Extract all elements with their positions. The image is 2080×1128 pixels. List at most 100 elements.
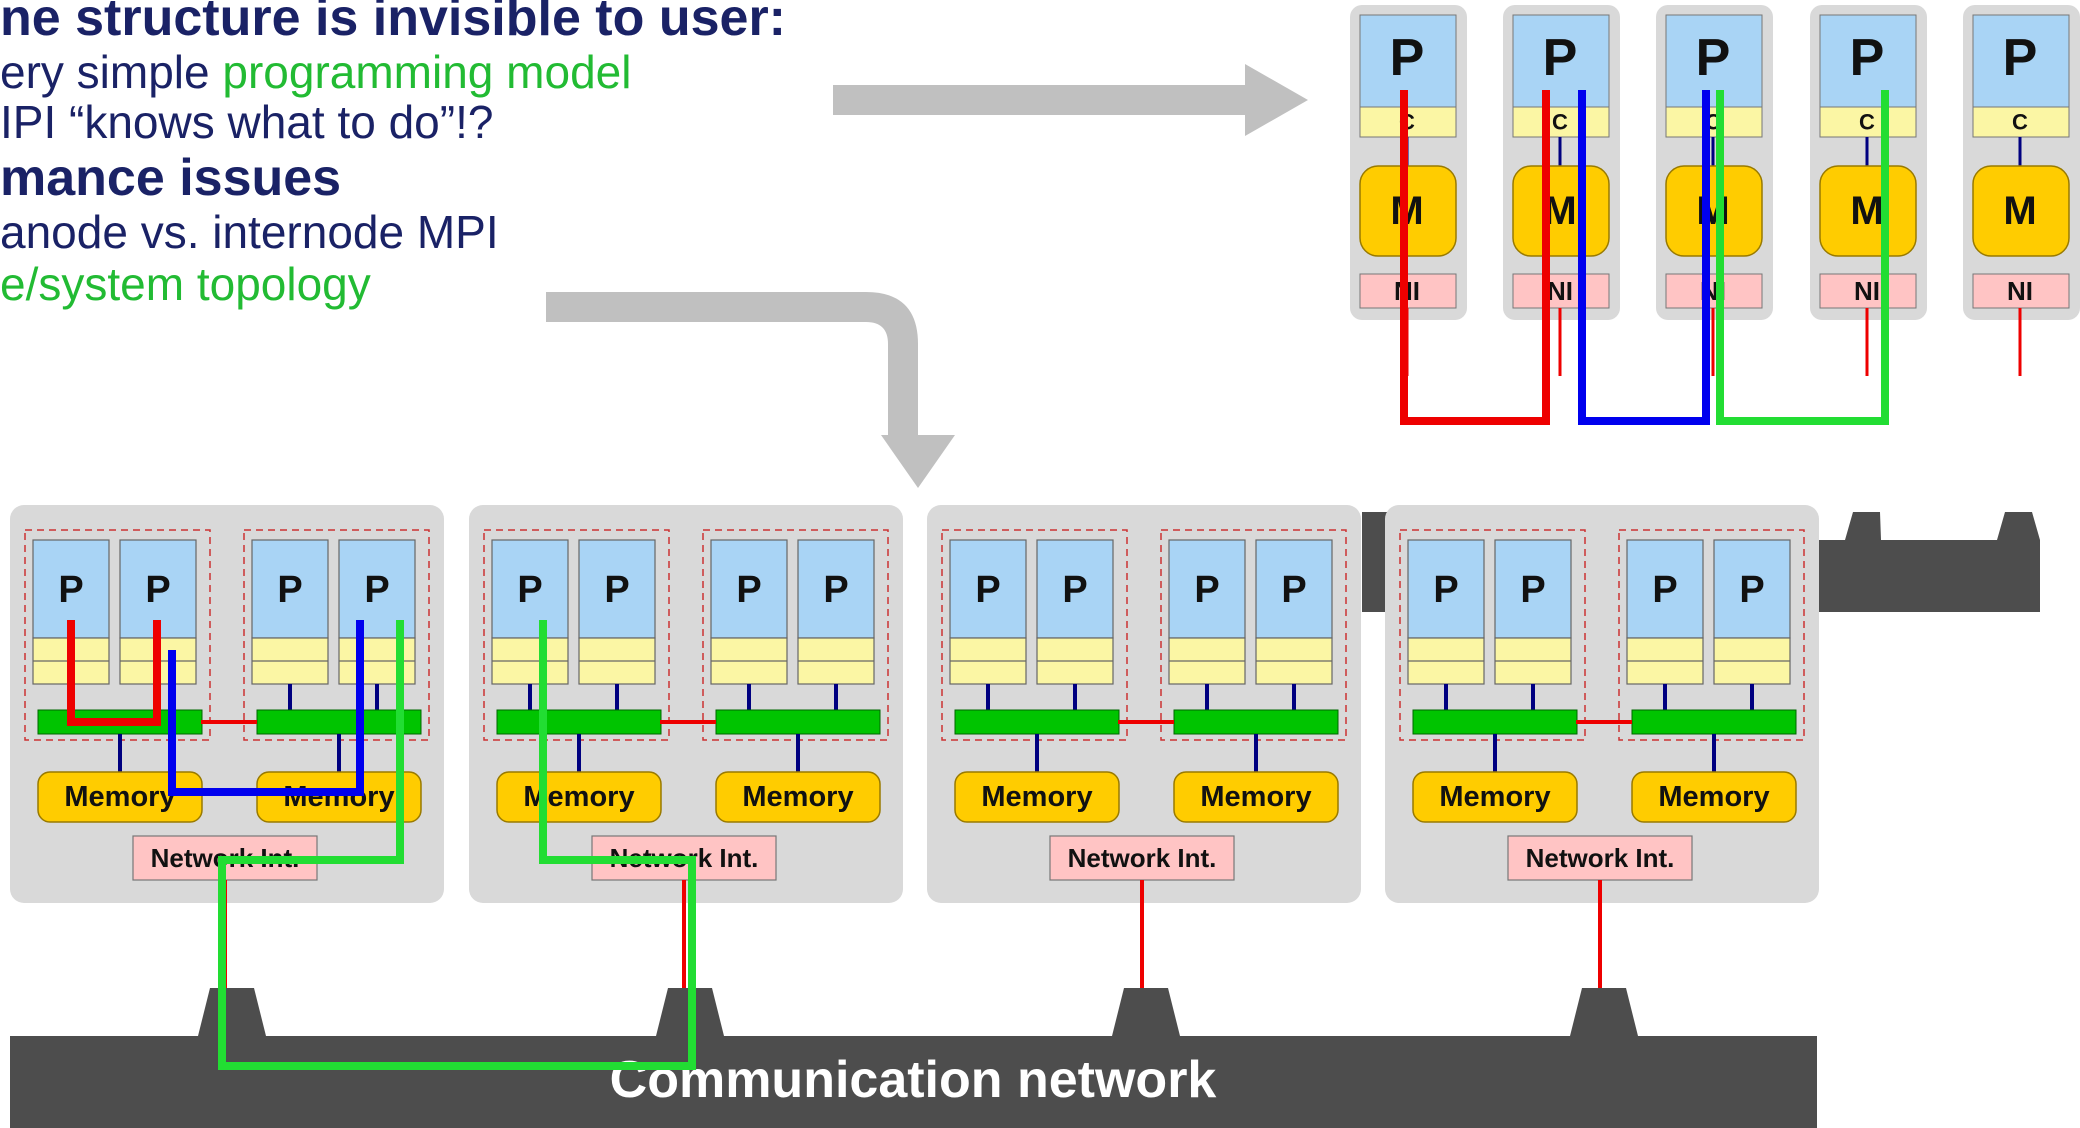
flat-cache-label: C	[1859, 110, 1875, 135]
flat-ni-box	[1665, 273, 1763, 309]
socket-boundary	[702, 529, 889, 741]
cluster-processor-box	[491, 539, 569, 639]
cluster-processor-label: P	[517, 569, 542, 611]
socket-boundary	[941, 529, 1128, 741]
bullet-mpi-knows: IPI “knows what to do”!?	[0, 96, 494, 148]
cluster-processor-label: P	[1062, 569, 1087, 611]
cluster-processor-box	[1713, 539, 1791, 639]
cluster-memory-box	[1631, 771, 1797, 823]
flat-memory-label: M	[1850, 189, 1883, 233]
flat-processor-label: P	[1390, 29, 1425, 87]
flat-memory-label: M	[1696, 189, 1729, 233]
flat-path-red	[1400, 90, 1550, 425]
socket-boundary	[24, 529, 211, 741]
cluster-processor-label: P	[1433, 569, 1458, 611]
cluster-processor-box	[797, 539, 875, 639]
cluster-processor-label: P	[1194, 569, 1219, 611]
flat-processor-box	[1972, 14, 2070, 108]
cluster-processor-box	[1494, 539, 1572, 639]
flat-processor-label: P	[1543, 29, 1578, 87]
cluster-memory-label: Memory	[64, 781, 175, 813]
flat-ni-label: NI	[1854, 276, 1880, 306]
socket-boundary	[243, 529, 430, 741]
cluster-memory-box	[256, 771, 422, 823]
cluster-network-bar	[10, 988, 1817, 1128]
cluster-memory-box	[496, 771, 662, 823]
flat-ni-label: NI	[1547, 276, 1573, 306]
flat-processor-box	[1665, 14, 1763, 108]
cluster-processor-box	[578, 539, 656, 639]
flat-ni-box	[1819, 273, 1917, 309]
heading-performance-issues: mance issues	[0, 149, 342, 207]
flat-path-green	[1716, 90, 1889, 425]
cluster-bus	[1173, 709, 1339, 735]
flat-ni-label: NI	[2007, 276, 2033, 306]
cluster-processor-label: P	[1739, 569, 1764, 611]
flat-cache-label: C	[1552, 110, 1568, 135]
cluster-memory-box	[1173, 771, 1339, 823]
flat-path-blue	[1578, 90, 1710, 425]
cluster-ni-box	[1049, 835, 1235, 881]
flat-cache-box	[1972, 106, 2070, 138]
cluster-processor-box	[1407, 539, 1485, 639]
cluster-memory-label: Memory	[742, 781, 853, 813]
cluster-ni-label: Network Int.	[1526, 843, 1675, 873]
cluster-processor-label: P	[736, 569, 761, 611]
cluster-processor-label: P	[975, 569, 1000, 611]
cluster-memory-label: Memory	[981, 781, 1092, 813]
bullet-programming-model: ery simple programming model	[0, 45, 631, 99]
socket-boundary	[1618, 529, 1805, 741]
flat-memory-box	[1972, 165, 2070, 257]
bullet-intra-inter-node: anode vs. internode MPI	[0, 206, 499, 258]
cluster-memory-box	[954, 771, 1120, 823]
cluster-memory-label: Memory	[283, 781, 394, 813]
cluster-processor-label: P	[364, 569, 389, 611]
cluster-bus	[954, 709, 1120, 735]
cluster-processor-label: P	[1520, 569, 1545, 611]
cluster-path-blue	[168, 620, 364, 796]
flat-processor-label: P	[1850, 29, 1885, 87]
cluster-memory-box	[715, 771, 881, 823]
cluster-processor-box	[710, 539, 788, 639]
arrow-down	[546, 292, 955, 488]
cluster-processor-label: P	[823, 569, 848, 611]
cluster-bus	[1412, 709, 1578, 735]
programming-model-highlight: programming model	[222, 46, 632, 98]
cluster-network-label: Communication network	[610, 1051, 1217, 1109]
flat-memory-box	[1819, 165, 1917, 257]
cluster-path-red	[67, 620, 161, 726]
cluster-processor-label: P	[1652, 569, 1677, 611]
arrow-right	[833, 64, 1308, 136]
cluster-bus	[256, 709, 422, 735]
cluster-bus	[715, 709, 881, 735]
flat-processor-label: P	[2003, 29, 2038, 87]
socket-boundary	[483, 529, 670, 741]
flat-cache-label: C	[2012, 110, 2028, 135]
cluster-memory-label: Memory	[1200, 781, 1311, 813]
flat-memory-label: M	[2003, 189, 2036, 233]
cluster-bus	[1631, 709, 1797, 735]
cluster-memory-box	[1412, 771, 1578, 823]
cluster-processor-label: P	[58, 569, 83, 611]
flat-ni-box	[1972, 273, 2070, 309]
cluster-memory-label: Memory	[1439, 781, 1550, 813]
cluster-bus	[496, 709, 662, 735]
socket-boundary	[1160, 529, 1347, 741]
heading-structure: ne structure is invisible to user:	[0, 0, 786, 47]
cluster-processor-label: P	[1281, 569, 1306, 611]
flat-cache-box	[1665, 106, 1763, 138]
cluster-ni-box	[1507, 835, 1693, 881]
cluster-path-green	[218, 620, 696, 1070]
cluster-memory-box	[37, 771, 203, 823]
cluster-processor-box	[32, 539, 110, 639]
cluster-memory-label: Memory	[1658, 781, 1769, 813]
flat-cache-box	[1819, 106, 1917, 138]
flat-processor-box	[1512, 14, 1610, 108]
flat-memory-box	[1665, 165, 1763, 257]
cluster-processor-box	[1255, 539, 1333, 639]
cluster-processor-box	[1036, 539, 1114, 639]
bullet-system-topology: e/system topology	[0, 258, 371, 310]
cluster-processor-label: P	[604, 569, 629, 611]
cluster-processor-label: P	[277, 569, 302, 611]
